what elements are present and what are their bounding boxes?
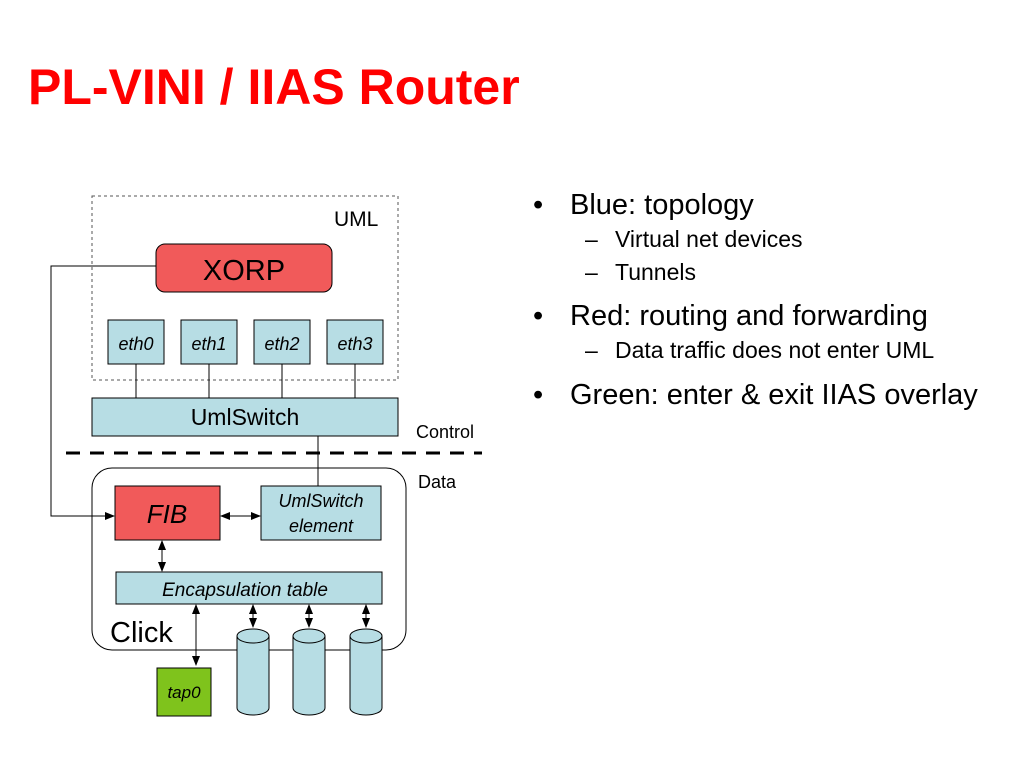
fib-label: FIB xyxy=(147,499,187,529)
eth3-label: eth3 xyxy=(337,334,372,354)
tunnel-cylinder xyxy=(349,628,383,716)
sub-bullet-item: – Virtual net devices xyxy=(533,223,1003,256)
xorp-to-fib-path xyxy=(50,265,156,520)
slide-title: PL-VINI / IIAS Router xyxy=(28,59,520,115)
sub-bullet-text: Virtual net devices xyxy=(615,225,803,252)
sub-bullet-item: – Tunnels xyxy=(533,256,1003,289)
eth0-box xyxy=(107,319,165,365)
dash-marker: – xyxy=(585,337,598,364)
bullet-marker: • xyxy=(533,378,544,411)
bullet-item: • Red: routing and forwarding xyxy=(533,299,1003,334)
bullet-text: Blue: topology xyxy=(570,189,754,221)
bullet-marker: • xyxy=(533,189,544,221)
bullet-item: • Green: enter & exit IIAS overlay xyxy=(533,378,1003,413)
eth-switch-links xyxy=(135,364,356,398)
bullet-marker: • xyxy=(533,300,544,333)
umlswitch-element-box xyxy=(260,485,382,541)
encap-table-label: Encapsulation table xyxy=(162,580,328,601)
tunnel-cylinder xyxy=(292,628,326,716)
control-label: Control xyxy=(416,422,474,442)
encap-tunnel-arrows xyxy=(249,604,370,628)
bullet-text: Green: enter & exit IIAS overlay xyxy=(570,378,978,411)
eth-interfaces: eth0 eth1 eth2 eth3 xyxy=(107,319,384,365)
umlswitch-element-line2: element xyxy=(289,516,354,536)
sub-bullet-item: – Data traffic does not enter UML xyxy=(533,334,1003,367)
fib-box xyxy=(114,485,221,541)
tap0-box xyxy=(156,667,212,717)
eth1-box xyxy=(180,319,238,365)
eth2-box xyxy=(253,319,311,365)
uml-label: UML xyxy=(334,208,378,231)
sub-bullet-text: Tunnels xyxy=(615,259,696,286)
bullet-text: Red: routing and forwarding xyxy=(570,300,928,333)
eth1-label: eth1 xyxy=(191,334,226,354)
umlswitch-element-line1: UmlSwitch xyxy=(278,491,363,511)
dash-marker: – xyxy=(585,259,598,286)
eth2-label: eth2 xyxy=(264,334,299,354)
tap0-label: tap0 xyxy=(167,683,201,702)
xorp-box xyxy=(155,243,333,293)
bullet-list: • Blue: topology – Virtual net devices –… xyxy=(533,188,1003,412)
xorp-label: XORP xyxy=(203,255,285,287)
encap-table-box xyxy=(115,571,383,605)
umlswitch-label: UmlSwitch xyxy=(191,404,300,430)
uml-container xyxy=(91,195,399,381)
data-label: Data xyxy=(418,472,457,492)
dash-marker: – xyxy=(585,225,598,252)
sub-bullet-text: Data traffic does not enter UML xyxy=(615,337,935,364)
tunnel-cylinder xyxy=(236,628,270,716)
eth0-label: eth0 xyxy=(118,334,153,354)
umlswitch-box xyxy=(91,397,399,437)
eth3-box xyxy=(326,319,384,365)
bullet-item: • Blue: topology xyxy=(533,188,1003,223)
click-label: Click xyxy=(110,617,173,649)
